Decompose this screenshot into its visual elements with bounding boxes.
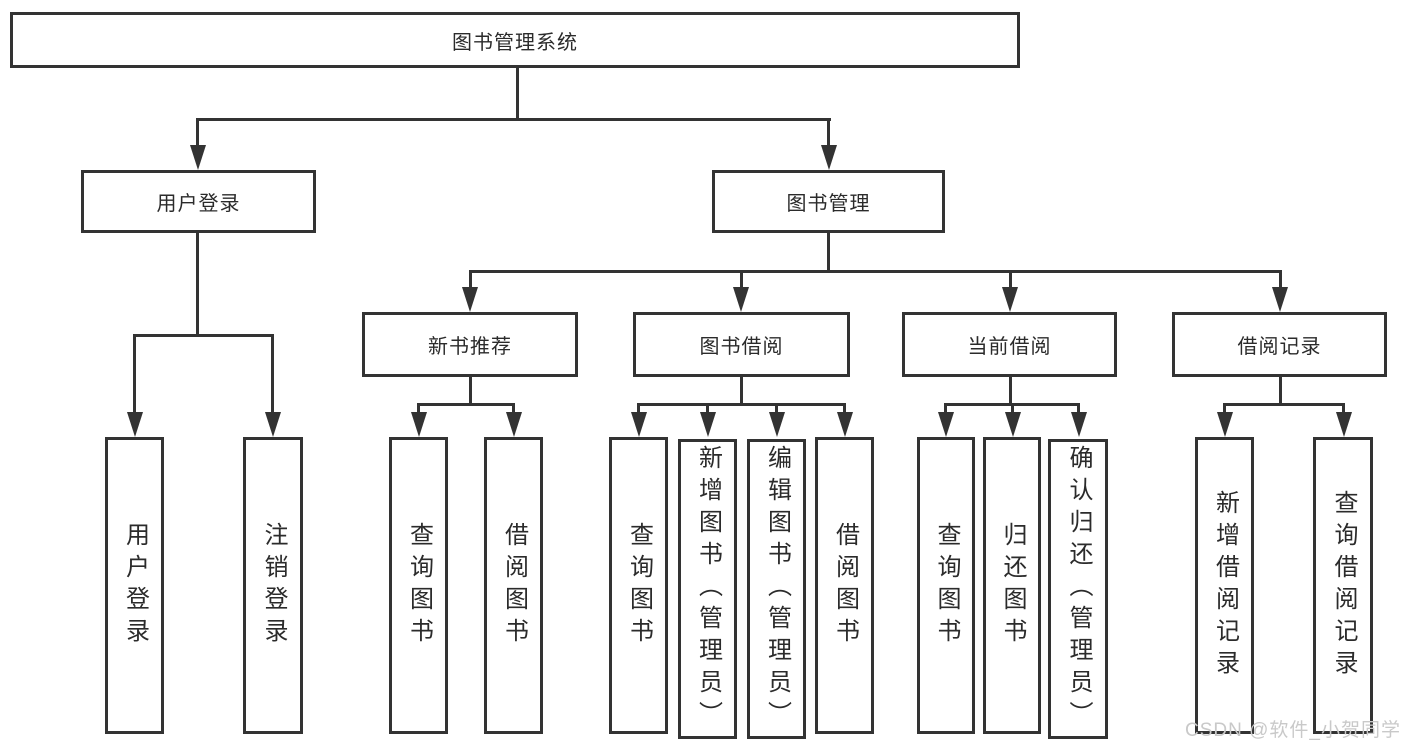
leaf-label: 查询图书 [933, 521, 960, 650]
node-current-borrow: 当前借阅 [902, 312, 1117, 377]
connector-level3-rail [469, 270, 1282, 273]
leaf-add-books-admin: 新增图书（管理员） [678, 439, 737, 739]
leaf-add-borrow-record: 新增借阅记录 [1195, 437, 1254, 734]
node-label: 当前借阅 [967, 336, 1052, 358]
leaf-label: 查询借阅记录 [1330, 489, 1357, 682]
leaf-confirm-return-admin: 确认归还（管理员） [1048, 439, 1108, 739]
arrow-down-icon [1217, 412, 1233, 437]
connector-rail [417, 403, 515, 406]
connector-shaft [469, 270, 472, 290]
node-label: 图书管理 [786, 193, 871, 215]
leaf-logout: 注销登录 [243, 437, 303, 734]
arrow-down-icon [733, 287, 749, 312]
connector-user-login-rail [133, 334, 274, 337]
arrow-down-icon [506, 412, 522, 437]
connector-shaft [417, 403, 420, 415]
arrow-down-icon [769, 412, 785, 437]
arrow-down-icon [1336, 412, 1352, 437]
leaf-label: 确认归还（管理员） [1065, 445, 1092, 733]
connector-level2-rail [197, 118, 831, 121]
arrow-down-icon [127, 412, 143, 437]
leaf-borrow-books: 借阅图书 [484, 437, 543, 734]
arrow-down-icon [700, 412, 716, 437]
connector-shaft [1011, 403, 1014, 415]
arrow-down-icon [938, 412, 954, 437]
connector-stem [740, 377, 743, 406]
arrow-down-icon [631, 412, 647, 437]
arrow-down-icon [837, 412, 853, 437]
node-label: 图书管理系统 [452, 31, 578, 54]
arrow-down-icon [1002, 287, 1018, 312]
connector-book-mgmt-stem [827, 233, 830, 273]
connector-shaft [1223, 403, 1226, 415]
connector-shaft [133, 334, 136, 414]
leaf-query-books: 查询图书 [389, 437, 448, 734]
leaf-edit-books-admin: 编辑图书（管理员） [747, 439, 806, 739]
connector-rail [637, 403, 846, 406]
arrow-down-icon [1071, 412, 1087, 437]
arrow-down-icon [411, 412, 427, 437]
leaf-label: 查询图书 [405, 521, 433, 650]
leaf-label: 借阅图书 [831, 521, 859, 650]
connector-user-login-stem [196, 233, 199, 337]
leaf-query-borrow-record: 查询借阅记录 [1313, 437, 1373, 734]
watermark: CSDN @软件_小贺同学 [1185, 720, 1401, 741]
connector-shaft [775, 403, 778, 415]
node-label: 新书推荐 [428, 336, 512, 358]
leaf-label: 归还图书 [999, 521, 1026, 650]
arrow-down-icon [1272, 287, 1288, 312]
leaf-label: 新增图书（管理员） [694, 445, 722, 733]
node-book-borrow: 图书借阅 [633, 312, 850, 377]
arrow-down-icon [821, 145, 837, 170]
connector-book-mgmt-shaft [827, 118, 830, 148]
leaf-query-books: 查询图书 [917, 437, 975, 734]
connector-shaft [944, 403, 947, 415]
node-new-book-recommend: 新书推荐 [362, 312, 578, 377]
leaf-label: 新增借阅记录 [1211, 489, 1239, 682]
connector-shaft [1279, 270, 1282, 290]
leaf-query-books: 查询图书 [609, 437, 668, 734]
node-book-management: 图书管理 [712, 170, 945, 233]
arrow-down-icon [1005, 412, 1021, 437]
connector-stem [1279, 377, 1282, 406]
leaf-borrow-books: 借阅图书 [815, 437, 874, 734]
connector-root-stem [516, 68, 519, 120]
node-label: 图书借阅 [699, 336, 784, 358]
leaf-label: 编辑图书（管理员） [763, 445, 791, 733]
arrow-down-icon [265, 412, 281, 437]
connector-user-login-shaft [196, 118, 199, 148]
node-library-management-system: 图书管理系统 [10, 12, 1020, 68]
connector-stem [469, 377, 472, 406]
connector-shaft [1077, 403, 1080, 415]
connector-shaft [843, 403, 846, 415]
connector-shaft [271, 334, 274, 414]
arrow-down-icon [462, 287, 478, 312]
connector-rail [1223, 403, 1344, 406]
connector-shaft [1009, 270, 1012, 290]
connector-shaft [740, 270, 743, 290]
node-user-login: 用户登录 [81, 170, 316, 233]
connector-shaft [706, 403, 709, 415]
arrow-down-icon [190, 145, 206, 170]
leaf-return-books: 归还图书 [983, 437, 1041, 734]
node-label: 借阅记录 [1237, 336, 1322, 358]
connector-shaft [512, 403, 515, 415]
node-label: 用户登录 [156, 193, 241, 215]
node-borrow-records: 借阅记录 [1172, 312, 1387, 377]
leaf-label: 用户登录 [121, 521, 149, 650]
leaf-label: 查询图书 [625, 521, 653, 650]
leaf-user-login: 用户登录 [105, 437, 164, 734]
connector-shaft [1342, 403, 1345, 415]
connector-stem [1009, 377, 1012, 406]
connector-shaft [637, 403, 640, 415]
leaf-label: 注销登录 [260, 521, 287, 650]
leaf-label: 借阅图书 [500, 521, 528, 650]
